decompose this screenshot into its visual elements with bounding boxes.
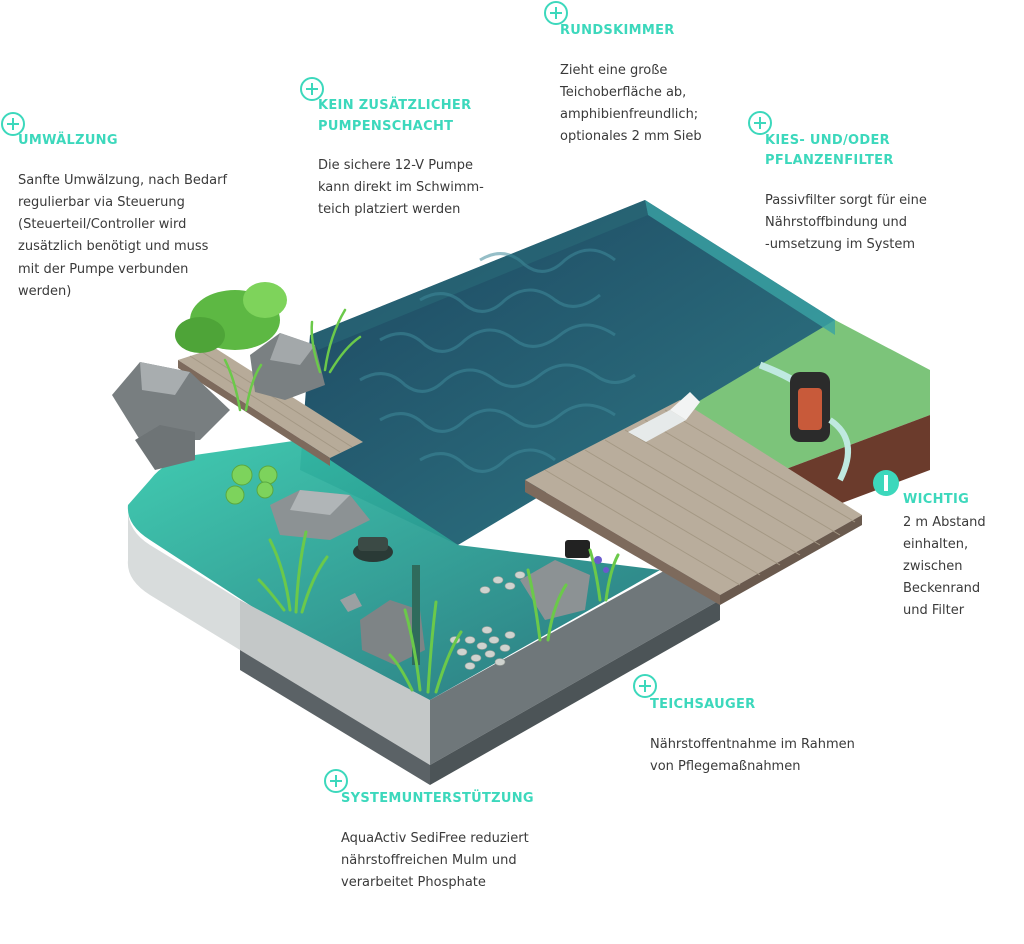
callout-title: RUNDSKIMMER [560,23,675,38]
plus-icon [1,112,25,136]
callout-title: PFLANZENFILTER [765,153,894,168]
callout-line: 2 m Abstand [903,515,986,530]
callout-line: regulierbar via Steuerung [18,195,185,210]
callout-title: UMWÄLZUNG [18,133,118,148]
callout-line: Nährstoffentnahme im Rahmen [650,737,855,752]
callout-title: PUMPENSCHACHT [318,119,454,134]
callout-line: werden) [18,284,72,299]
rocks-and-plants [112,282,362,470]
callout-line: (Steuerteil/Controller wird [18,217,187,232]
callout-line: Zieht eine große [560,63,668,78]
callout-line: teich platziert werden [318,202,461,217]
plus-icon [633,674,657,698]
callout-line: und Filter [903,603,965,618]
pump-device [353,537,590,562]
wooden-bridge [178,348,363,466]
callout-line: Die sichere 12-V Pumpe [318,158,473,173]
callout-line: nährstoffreichen Mulm und [341,853,517,868]
gravel-filter-unit [758,361,851,482]
callout-line: Sanfte Umwälzung, nach Bedarf [18,173,228,188]
callout-line: mit der Pumpe verbunden [18,262,189,277]
callout-line: Passivfilter sorgt für eine [765,193,927,208]
callout-line: kann direkt im Schwimm- [318,180,484,195]
callout-title: WICHTIG [903,492,970,507]
plus-icon [324,769,348,793]
callout-line: zwischen [903,559,963,574]
callout-title: KIES- UND/ODER [765,133,890,148]
callout-line: Teichoberfläche ab, [560,85,687,100]
callout-line: von Pflegemaßnahmen [650,759,801,774]
callout-title: KEIN ZUSÄTZLICHER [318,98,472,113]
regeneration-zone [127,440,720,785]
callout-line: Beckenrand [903,581,981,596]
callout-line: zusätzlich benötigt und muss [18,239,209,254]
plus-icon [544,1,568,25]
callout-line: einhalten, [903,537,969,552]
swimming-zone [300,200,835,545]
wooden-deck [525,392,862,605]
plus-icon [748,111,772,135]
callout-line: AquaActiv SediFree reduziert [341,831,529,846]
callout-line: Nährstoffbindung und [765,215,908,230]
info-icon [873,470,899,496]
callout-title: TEICHSAUGER [650,697,756,712]
callout-line: -umsetzung im System [765,237,916,252]
callout-line: optionales 2 mm Sieb [560,129,702,144]
plus-icon [300,77,324,101]
callout-line: verarbeitet Phosphate [341,875,486,890]
callout-line: amphibienfreundlich; [560,107,699,122]
callout-title: SYSTEMUNTERSTÜTZUNG [341,791,534,806]
